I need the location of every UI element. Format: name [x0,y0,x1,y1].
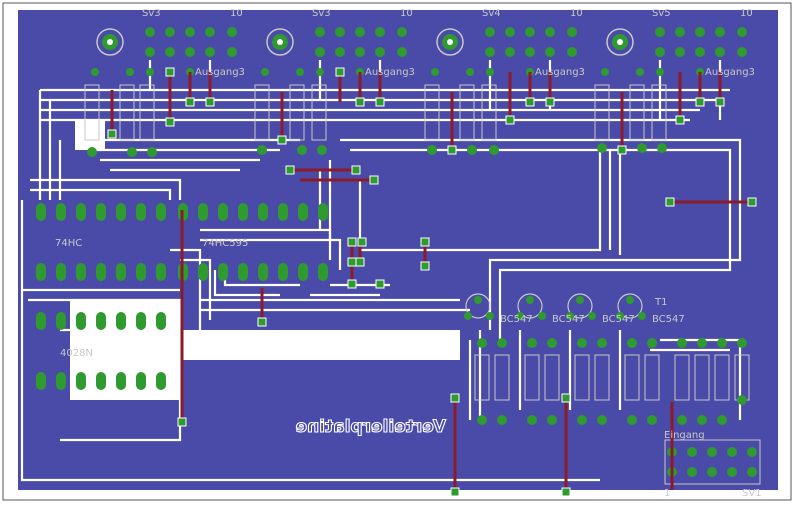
pad-row-bottom-resistors [477,338,747,425]
label-transistor-3: BC547 [602,314,635,325]
label-sv4: Sv4 [482,8,501,19]
label-one: 1 [664,488,670,499]
pad-row-resistors [87,143,667,157]
label-transistor-1: BC547 [500,314,533,325]
via-markers [107,67,757,497]
label-ausgang-1: Ausgang3 [195,67,245,78]
connector-sv3-a [96,27,237,57]
label-sv5: Sv5 [652,8,671,19]
resistor-group-bottom [474,354,750,401]
label-t1: T1 [654,297,667,308]
connector-sv3-b [266,27,407,57]
label-ausgang-3: Ausgang3 [535,67,585,78]
connector-sv4 [436,27,577,57]
label-ten-1: 10 [230,8,243,19]
label-sv3-b: Sv3 [312,8,331,19]
label-ic-lower: 4028N [60,348,93,359]
pad-row-top [91,68,704,76]
label-ten-2: 10 [400,8,413,19]
ic-74hc-left [36,203,166,281]
clear-zone-b [75,120,105,150]
label-transistor-2: BC547 [552,314,585,325]
transistor-group [464,293,646,320]
label-sv3-a: Sv3 [142,8,161,19]
label-sv1: SV1 [742,488,762,499]
label-eingang: Eingang [664,430,705,441]
resistor-group-top [84,84,667,141]
ic-4028n [36,312,166,390]
ic-74hc595 [178,203,328,281]
label-ic-hc: 74HC595 [202,238,248,249]
label-ausgang-2: Ausgang3 [365,67,415,78]
label-ausgang-4: Ausgang3 [705,67,755,78]
board-title-mirrored: Verteilerplatine [295,416,447,437]
label-ic-left: 74HC [55,238,82,249]
clear-zone-c [180,330,460,360]
connector-sv5 [606,27,747,57]
label-ten-3: 10 [570,8,583,19]
label-transistor-4: BC547 [652,314,685,325]
board-title: Verteilerplatine [296,417,446,437]
label-ten-4: 10 [740,8,753,19]
